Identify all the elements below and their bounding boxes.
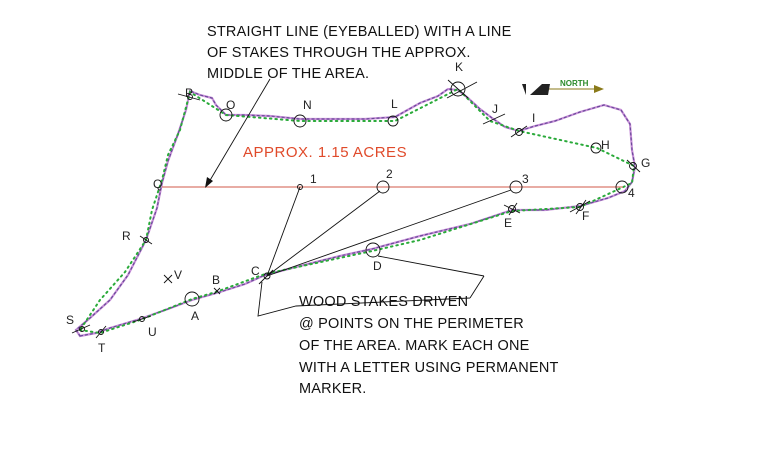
label-j: J — [492, 102, 498, 116]
label-h: H — [601, 138, 610, 152]
stake-u-marker — [139, 316, 145, 322]
stake-i-marker — [515, 128, 523, 136]
bottom-note: WOOD STAKES DRIVEN @ POINTS ON THE PERIM… — [299, 294, 559, 397]
label-v: V — [174, 268, 182, 282]
label-k: K — [455, 60, 463, 74]
stake-h-marker — [590, 142, 602, 154]
stake-4-marker — [615, 180, 629, 194]
label-n: N — [303, 98, 312, 112]
stake-1-marker — [297, 184, 303, 190]
top-note-line-2: OF STAKES THROUGH THE APPROX. — [207, 45, 471, 61]
bottom-note-line-4: WITH A LETTER USING PERMANENT — [299, 360, 559, 376]
perimeter-markers — [71, 79, 641, 339]
centerline-markers — [297, 180, 629, 194]
stake-f-marker — [576, 203, 584, 211]
label-r: R — [122, 229, 131, 243]
north-arrow: NORTH — [522, 79, 604, 95]
top-note-pointer — [205, 78, 271, 188]
stake-o-marker — [219, 108, 233, 122]
label-q: Q — [153, 177, 162, 191]
label-u: U — [148, 325, 157, 339]
stake-n-marker — [293, 114, 307, 128]
label-i: I — [532, 111, 535, 125]
top-note: STRAIGHT LINE (EYEBALLED) WITH A LINE OF… — [207, 24, 512, 82]
north-arrow-label: NORTH — [560, 79, 589, 88]
perimeter-labels: A B C D E F G H I J K L N O P Q R S T U … — [66, 60, 650, 355]
label-g: G — [641, 156, 650, 170]
leader-lines-c — [266, 186, 512, 277]
label-p: P — [185, 86, 193, 100]
label-1: 1 — [310, 172, 317, 186]
stake-c-marker — [263, 272, 271, 280]
area-label: APPROX. 1.15 ACRES — [243, 144, 407, 161]
bottom-note-pointers — [257, 255, 485, 317]
stake-e-marker — [508, 205, 516, 213]
stake-v-marker — [163, 274, 173, 284]
label-l: L — [391, 97, 398, 111]
top-note-line-1: STRAIGHT LINE (EYEBALLED) WITH A LINE — [207, 24, 512, 40]
stake-k-marker — [450, 81, 466, 97]
label-t: T — [98, 341, 106, 355]
label-c: C — [251, 264, 260, 278]
stake-ticks — [71, 79, 641, 339]
stake-3-marker — [509, 180, 523, 194]
stake-s-marker — [79, 326, 85, 332]
stake-l-marker — [387, 115, 399, 127]
label-d: D — [373, 259, 382, 273]
top-note-line-3: MIDDLE OF THE AREA. — [207, 66, 369, 82]
label-3: 3 — [522, 172, 529, 186]
stake-a-marker — [184, 291, 200, 307]
bottom-note-line-5: MARKER. — [299, 381, 366, 397]
label-b: B — [212, 273, 220, 287]
label-s: S — [66, 313, 74, 327]
bottom-note-line-3: OF THE AREA. MARK EACH ONE — [299, 338, 530, 354]
stake-r-marker — [143, 237, 149, 243]
centerline-labels: 1 2 3 4 — [310, 167, 635, 200]
stake-t-marker — [98, 329, 104, 335]
stake-d-marker — [365, 242, 381, 258]
label-4: 4 — [628, 186, 635, 200]
label-o: O — [226, 98, 235, 112]
label-2: 2 — [386, 167, 393, 181]
label-a: A — [191, 309, 199, 323]
bottom-note-line-2: @ POINTS ON THE PERIMETER — [299, 316, 524, 332]
label-e: E — [504, 216, 512, 230]
label-f: F — [582, 209, 589, 223]
stake-g-marker — [629, 162, 637, 170]
stake-2-marker — [376, 180, 390, 194]
stake-b-marker — [213, 287, 221, 295]
bottom-note-line-1: WOOD STAKES DRIVEN — [299, 294, 468, 310]
